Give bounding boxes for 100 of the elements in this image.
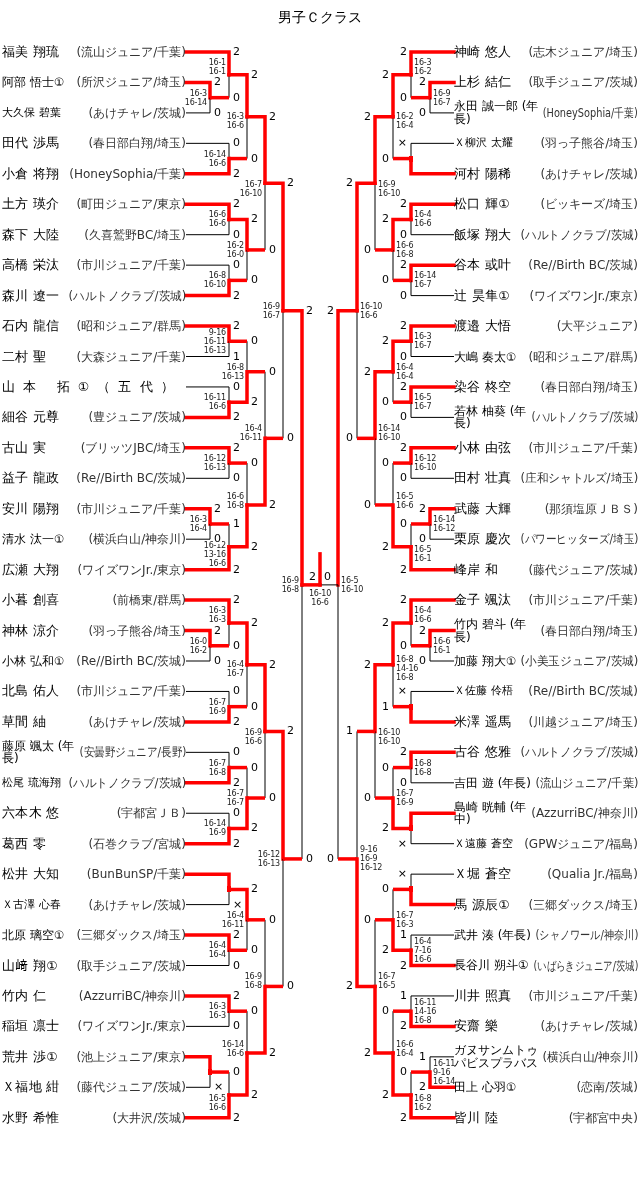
club-name: (三郷ダックス/埼玉) <box>528 896 638 913</box>
game-count: 0 <box>381 457 390 469</box>
game-scores: 16-11 14-16 16-8 <box>414 997 438 1025</box>
player-name: 武井 湊 (年長) <box>454 928 532 942</box>
player-name: 草間 紬 <box>2 713 47 730</box>
game-count: 0 <box>418 655 427 666</box>
club-name: (ワイズワンJr./東京) <box>77 1018 186 1035</box>
game-scores: 16-14 16-6 <box>202 149 226 168</box>
club-name: (あけチャレ/茨城) <box>88 713 186 730</box>
game-count: 0 <box>232 137 241 149</box>
game-scores: 16-3 16-14 <box>183 88 207 107</box>
game-scores: 16-11 16-6 <box>202 393 226 412</box>
game-count: 0 <box>399 776 408 788</box>
game-count: 0 <box>250 761 259 773</box>
club-name: (ハルトノクラブ/茨城) <box>520 226 638 243</box>
bracket-line <box>410 340 455 357</box>
game-count: 0 <box>232 228 241 240</box>
bracket-line <box>410 995 455 1012</box>
game-count: 0 <box>399 350 408 362</box>
club-name: (池上ジュニア/東京) <box>76 1048 186 1065</box>
game-count: 2 <box>232 929 241 941</box>
game-count: 2 <box>381 944 390 956</box>
game-count: 0 <box>213 106 222 118</box>
club-name: (大森ジュニア/千葉) <box>76 348 186 365</box>
game-count: 1 <box>381 700 390 712</box>
game-count: 0 <box>305 852 314 864</box>
bracket-line <box>185 142 230 160</box>
game-scores: 16-12 16-13 <box>256 849 280 868</box>
club-name: (藤代ジュニア/茨城) <box>76 1079 186 1096</box>
club-name: (Qualia Jr./福島) <box>547 866 638 883</box>
bracket-line <box>263 729 285 861</box>
game-count: 0 <box>232 1066 241 1078</box>
bracket-line <box>409 385 456 404</box>
player-name: 辻 昊隼① <box>454 287 510 304</box>
player-name: Ｘ古澤 心春 <box>2 896 61 913</box>
player-name: 田代 渉馬 <box>2 135 60 152</box>
game-scores: 16-4 16-11 <box>220 910 244 929</box>
club-name: (志木ジュニア/埼玉) <box>528 44 638 60</box>
game-count: 0 <box>326 852 335 864</box>
player-name: 稲垣 凛士 <box>2 1018 60 1035</box>
game-scores: 16-14 16-12 <box>433 514 456 533</box>
bracket-line <box>185 812 230 829</box>
bracket-line <box>429 523 455 540</box>
bracket-line <box>227 370 249 404</box>
game-count: × <box>232 898 244 910</box>
game-count: 0 <box>399 228 408 240</box>
bracket-junction <box>409 825 413 832</box>
game-count: 2 <box>381 1088 390 1100</box>
bracket-line <box>428 80 456 100</box>
game-count: 0 <box>232 746 241 758</box>
bracket-line <box>185 949 230 966</box>
game-scores: 16-3 16-6 <box>225 111 244 130</box>
club-name: (豊ジュニア/茨城) <box>88 409 186 426</box>
game-count: 1 <box>418 1050 427 1062</box>
club-name: (BunBunSP/千葉) <box>86 866 186 883</box>
club-name: (横浜白山/神奈川) <box>88 531 186 548</box>
club-name: (HoneySophia/千葉) <box>543 104 638 121</box>
game-scores: 16-14 16-10 <box>378 423 402 442</box>
game-scores: 16-3 16-3 <box>207 606 226 625</box>
player-name: 永田 誠一郎 (年長) <box>454 100 540 126</box>
club-name: (あけチャレ/茨城) <box>88 105 186 121</box>
bracket-junction <box>409 703 413 710</box>
player-name: 山本 拓①（五代） <box>2 378 182 395</box>
player-name: 細谷 元尊 <box>2 409 60 426</box>
club-name: (宇都宮ＪＢ) <box>116 805 186 822</box>
game-scores: 16-7 16-9 <box>396 789 415 807</box>
game-count: 0 <box>268 365 277 377</box>
game-count: 2 <box>232 320 241 332</box>
player-name: 松尾 琉海翔 <box>2 774 61 791</box>
player-name: 安川 陽翔 <box>2 500 60 517</box>
player-name: 石内 龍信 <box>2 318 60 335</box>
game-count: 1 <box>232 517 241 529</box>
player-name: 古谷 悠雅 <box>454 744 512 761</box>
bracket-line <box>185 264 230 281</box>
game-count: 0 <box>232 91 241 103</box>
player-name: 河村 陽稀 <box>454 165 512 182</box>
game-scores: 16-14 16-6 <box>220 1040 244 1059</box>
game-scores: 16-10 16-10 <box>378 728 402 747</box>
game-scores: 16-4 16-11 <box>239 423 262 442</box>
game-scores: 16-10 16-6 <box>360 301 384 320</box>
bracket-line <box>185 1010 230 1027</box>
club-name: (三郷ダックス/埼玉) <box>76 927 186 944</box>
game-count: 1 <box>399 989 408 1001</box>
bracket-line <box>392 371 412 404</box>
club-name: (取手ジュニア/茨城) <box>76 957 186 974</box>
club-name: (いばらきジュニア/茨城) <box>533 957 638 974</box>
game-scores: 16-7 16-10 <box>239 180 262 198</box>
player-name: 武藤 大輝 <box>454 500 512 516</box>
game-count: 2 <box>268 658 277 670</box>
game-count: 0 <box>399 289 408 301</box>
player-name: 藤原 颯太 (年長) <box>2 739 76 765</box>
bracket-line <box>355 857 377 989</box>
bracket-line <box>184 324 231 344</box>
bracket-line <box>373 370 395 441</box>
player-name: Ｘ佐藤 伶梧 <box>454 683 513 700</box>
game-scores: 16-12 16-10 <box>414 454 438 473</box>
player-name: Ｘ柳沢 太耀 <box>454 135 513 152</box>
club-name: (ワイズワンJr./東京) <box>77 561 186 578</box>
game-scores: 16-9 16-6 <box>243 728 262 747</box>
club-name: (ハルトノクラブ/茨城) <box>531 409 638 426</box>
